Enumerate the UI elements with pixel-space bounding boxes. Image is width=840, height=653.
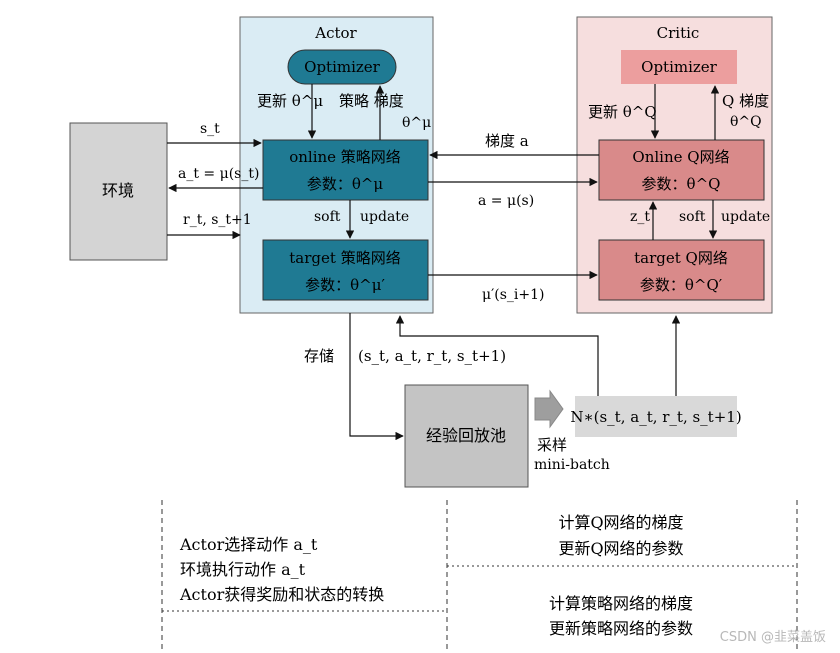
legend-right-line2: 更新Q网络的参数 (558, 539, 683, 558)
actor-online-network (262, 139, 429, 201)
actor-target-line1: target 策略网络 (289, 249, 400, 267)
environment-box (69, 122, 168, 261)
critic-target-line2: 参数：θ^Q′ (640, 276, 723, 294)
actor-target-network (262, 239, 429, 301)
critic-online-line2: 参数：θ^Q (642, 175, 721, 193)
actor-optimizer-label: Optimizer (304, 58, 381, 76)
legend-left-line2: 环境执行动作 a_t (180, 560, 306, 579)
actor-update-sync-label: update (360, 209, 409, 225)
actor-update-label: 更新 θ^μ (257, 92, 323, 110)
critic-online-line1: Online Q网络 (632, 148, 729, 166)
critic-target-network (598, 239, 765, 301)
critic-target-line1: target Q网络 (634, 249, 728, 267)
actor-title: Actor (314, 24, 357, 42)
watermark: CSDN @韭菜盖饭 (720, 630, 826, 645)
critic-update-label: 更新 θ^Q (588, 103, 657, 121)
sample-arrow-icon (534, 389, 564, 429)
store-arrow (349, 313, 404, 441)
actor-optimizer (287, 49, 397, 85)
environment-label: 环境 (102, 181, 134, 200)
critic-zt-label: z_t (630, 209, 650, 225)
state-label: s_t (200, 121, 220, 137)
critic-soft-label: soft (679, 209, 706, 225)
critic-q-grad-label: Q 梯度 (722, 92, 769, 110)
critic-optimizer (621, 50, 737, 84)
critic-optimizer-label: Optimizer (641, 58, 718, 76)
legend-left-line1: Actor选择动作 a_t (179, 535, 318, 554)
critic-online-network (598, 139, 765, 201)
critic-q-grad-sym: θ^Q (730, 114, 762, 130)
actor-policy-grad-sym: θ^μ (402, 115, 431, 131)
actor-online-line1: online 策略网络 (289, 148, 401, 166)
policy-gradient-label: 梯度 a (485, 132, 529, 150)
minibatch-box (575, 396, 737, 437)
action-to-critic-label: a = μ(s) (478, 193, 534, 209)
reward-label: r_t, s_t+1 (183, 212, 252, 228)
critic-title: Critic (657, 24, 700, 42)
minibatch-tuple: N∗(s_t, a_t, r_t, s_t+1) (570, 408, 741, 426)
critic-update-sync-label: update (721, 209, 770, 225)
store-tuple-label: (s_t, a_t, r_t, s_t+1) (358, 347, 506, 365)
sample-label: 采样 (537, 436, 567, 454)
minibatch-label: mini-batch (534, 457, 610, 473)
legend-left-line3: Actor获得奖励和状态的转换 (179, 585, 384, 604)
batch-to-actor-arrow (395, 315, 599, 396)
actor-soft-label: soft (314, 209, 341, 225)
store-label: 存储 (304, 347, 334, 365)
target-action-label: μ′(s_i+1) (482, 287, 545, 303)
replay-buffer-label: 经验回放池 (426, 426, 506, 445)
actor-target-line2: 参数：θ^μ′ (305, 276, 385, 294)
actor-online-line2: 参数：θ^μ (307, 175, 384, 193)
legend-right-line4: 更新策略网络的参数 (549, 619, 693, 638)
replay-buffer-box (404, 384, 529, 488)
action-label: a_t = μ(s_t) (178, 166, 259, 182)
actor-policy-grad-label: 策略 梯度 (339, 92, 404, 110)
legend-right-line3: 计算策略网络的梯度 (549, 594, 693, 613)
legend-right-line1: 计算Q网络的梯度 (558, 513, 683, 532)
